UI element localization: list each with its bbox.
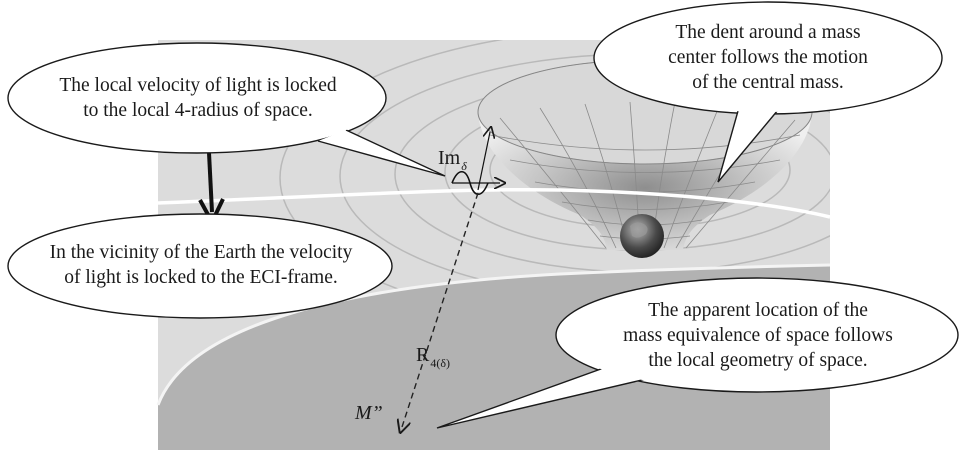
label-im-delta: Imδ	[438, 147, 467, 174]
callout-velocity-4radius: The local velocity of light is locked to…	[59, 75, 337, 121]
callout-dent-motion: The dent around a mass center follows th…	[668, 22, 868, 93]
label-r4: R	[416, 344, 430, 366]
label-r4-delta: R4(δ)	[416, 344, 450, 371]
label-r4-sub: 4(δ)	[430, 356, 450, 370]
callout-earth-vicinity: In the vicinity of the Earth the velocit…	[49, 242, 353, 288]
label-im: Im	[438, 147, 461, 169]
label-mass-point: M”	[355, 402, 383, 424]
r4-dashed-line	[402, 192, 479, 427]
im-axis-arrow	[477, 132, 490, 191]
bubble-earth-vicinity	[7, 213, 393, 319]
light-path	[157, 187, 831, 219]
geometry-surface-edge	[156, 263, 831, 406]
callout-apparent-location: The apparent location of the mass equiva…	[623, 300, 893, 371]
label-im-sub: δ	[461, 159, 467, 173]
